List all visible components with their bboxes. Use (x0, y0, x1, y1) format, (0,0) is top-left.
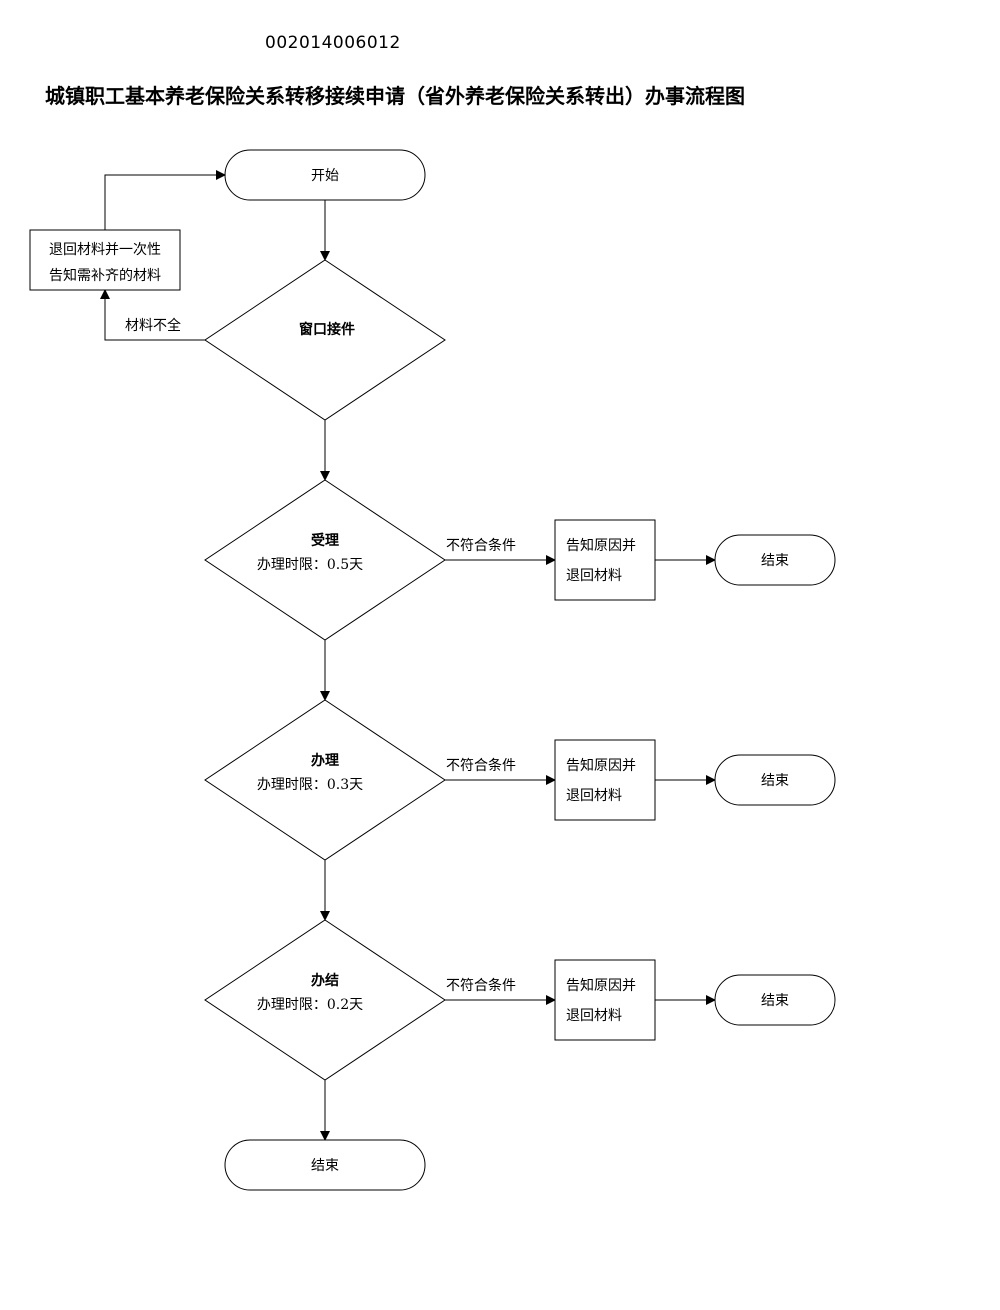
document-code: 002014006012 (265, 33, 401, 53)
notify-3-line-2: 退回材料 (566, 1008, 622, 1024)
incomplete-label: 材料不全 (125, 317, 181, 334)
notify-box-3 (554, 959, 656, 1041)
fail-label-2: 不符合条件 (446, 757, 516, 774)
fail-label-1: 不符合条件 (446, 537, 516, 554)
window-diamond (204, 259, 446, 421)
reject-line-1: 退回材料并一次性 (49, 242, 161, 258)
step-name-complete: 办结 (311, 972, 339, 989)
end-label-2: 结束 (761, 773, 789, 789)
fail-label-3: 不符合条件 (446, 977, 516, 994)
step-name-accept: 受理 (311, 532, 339, 549)
notify-2-line-2: 退回材料 (566, 788, 622, 804)
reject-line-2: 告知需补齐的材料 (49, 267, 161, 284)
step-time-accept: 办理时限：0.5天 (257, 557, 363, 573)
arrow-reject-to-start (104, 170, 226, 230)
window-label: 窗口接件 (299, 321, 355, 338)
final-end-terminal (224, 1139, 426, 1191)
notify-2-line-1: 告知原因并 (566, 757, 636, 774)
step-time-process: 办理时限：0.3天 (257, 777, 363, 793)
notify-box-1 (554, 519, 656, 601)
end-terminal-3 (714, 974, 836, 1026)
final-end-label: 结束 (311, 1158, 339, 1174)
end-label-3: 结束 (761, 993, 789, 1009)
notify-3-line-1: 告知原因并 (566, 977, 636, 994)
notify-1-line-1: 告知原因并 (566, 537, 636, 554)
page-title: 城镇职工基本养老保险关系转移接续申请（省外养老保险关系转出）办事流程图 (45, 84, 745, 108)
end-label-1: 结束 (761, 553, 789, 569)
start-label: 开始 (311, 168, 339, 184)
notify-1-line-2: 退回材料 (566, 568, 622, 584)
notify-box-2 (554, 739, 656, 821)
arrow-incomplete (100, 289, 205, 341)
step-name-process: 办理 (311, 752, 339, 769)
end-terminal-2 (714, 754, 836, 806)
step-time-complete: 办理时限：0.2天 (257, 997, 363, 1013)
end-terminal-1 (714, 534, 836, 586)
